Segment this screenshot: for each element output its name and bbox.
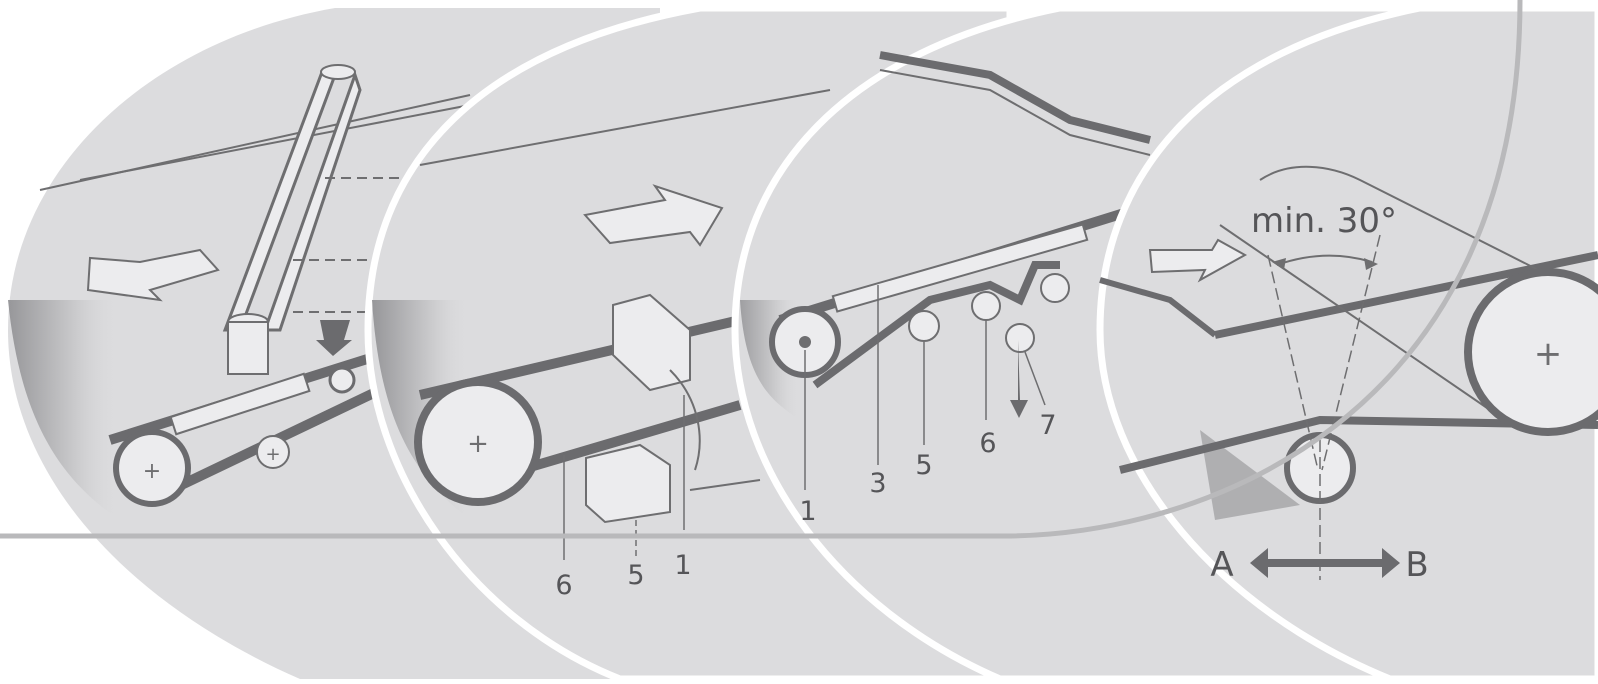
svg-text:+: + (265, 444, 280, 465)
label-5: 5 (627, 560, 644, 591)
label-1: 1 (674, 550, 691, 581)
label-6: 6 (979, 428, 996, 459)
direction-arrow-left (1148, 238, 1248, 283)
side-b-label: B (1405, 545, 1428, 585)
svg-text:+: + (467, 429, 489, 459)
label-6: 6 (555, 570, 572, 601)
label-1: 1 (799, 496, 816, 527)
direction-arrow-right (583, 184, 724, 247)
panel-4: + min. 30° A B (1096, 4, 1598, 683)
label-3: 3 (869, 468, 886, 499)
side-a-label: A (1210, 545, 1233, 585)
label-5: 5 (915, 450, 932, 481)
label-7: 7 (1039, 410, 1056, 441)
svg-text:+: + (143, 459, 161, 484)
accent-curve (1004, 0, 1523, 539)
angle-label: min. 30° (1251, 201, 1397, 241)
svg-text:+: + (1534, 334, 1563, 374)
direction-arrow-left (86, 248, 220, 302)
